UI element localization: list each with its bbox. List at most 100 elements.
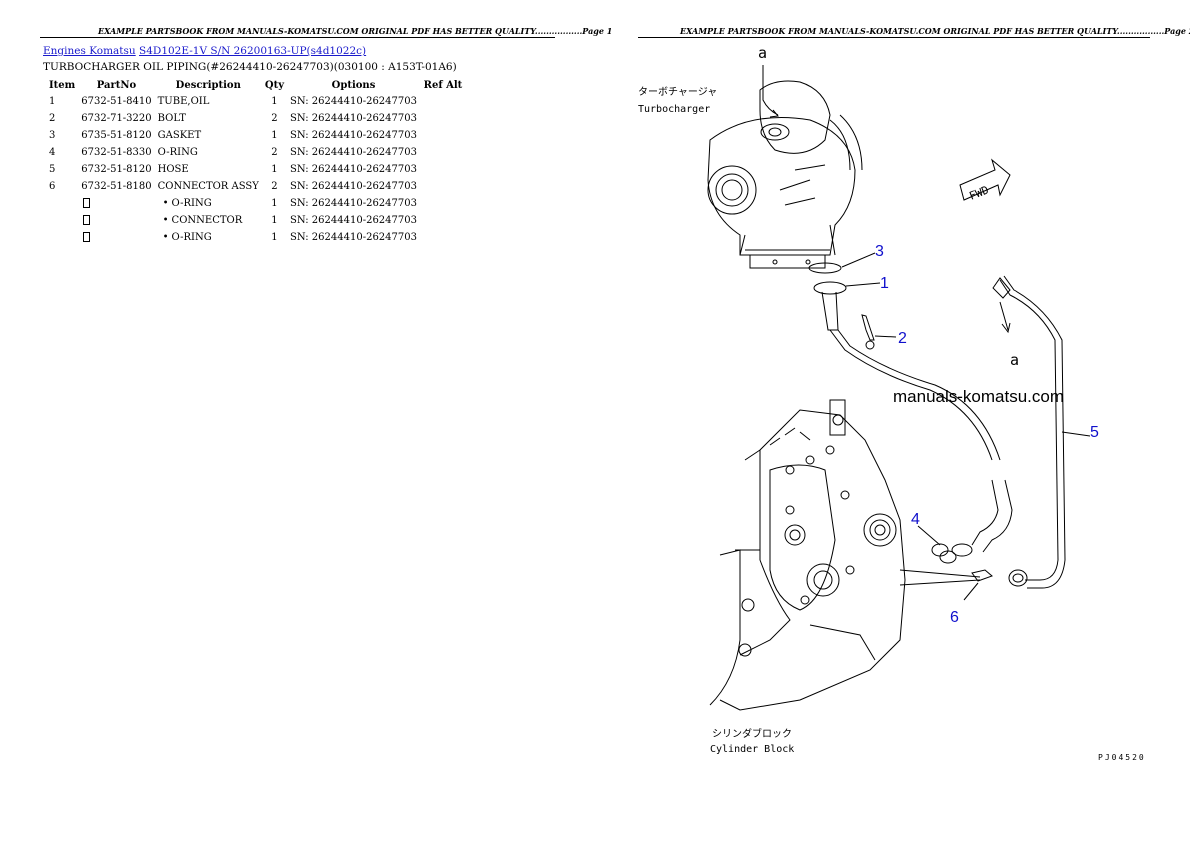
hose-drawing [951,479,1013,557]
row-partno: 6732-71-3220 [81,113,152,124]
label-cylinder-jp: シリンダブロック [712,727,792,740]
label-a-top: a [758,44,767,62]
page-title: TURBOCHARGER OIL PIPING(#26244410-262477… [43,61,457,73]
row-partno: 6732-51-8410 [81,96,152,107]
row-qty: 1 [271,96,278,107]
bolt-drawing [861,314,875,350]
oil-tube-drawing [813,281,1001,461]
row-description: CONNECTOR ASSY [157,181,259,192]
missing-glyph-icon [83,197,91,208]
row-description: HOSE [157,164,189,175]
subrow-qty: 1 [271,198,278,209]
leader-lines [841,252,1091,601]
table-row: 3 6735-51-8120 GASKET 1 SN: 26244410-262… [43,127,466,144]
gasket-drawing [808,262,842,274]
subrow-description: O-RING [171,232,212,243]
svg-text:FWD: FWD [967,183,990,202]
subrow-options: SN: 26244410-26247703 [290,198,417,209]
table-row: 6 6732-51-8180 CONNECTOR ASSY 2 SN: 2624… [43,178,466,195]
turbocharger-drawing [707,80,863,269]
bullet-icon: • [162,215,169,226]
row-ref-alt [420,161,466,178]
arrow-a-bottom [999,301,1011,334]
callout-5: 5 [1090,424,1099,441]
row-ref-alt [420,93,466,110]
connector-drawing [899,569,993,586]
row-partno: 6735-51-8120 [81,130,152,141]
subrow-description: O-RING [171,198,212,209]
row-partno: 6732-51-8330 [81,147,152,158]
o-ring-drawing [931,543,957,564]
missing-glyph-icon [83,214,91,225]
page1-header: EXAMPLE PARTSBOOK FROM MANUALS-KOMATSU.C… [98,26,613,36]
row-ref-alt [420,178,466,195]
row-description: O-RING [157,147,198,158]
drawing-code: PJ04520 [1098,753,1146,762]
bullet-icon: • [162,232,169,243]
row-item: 3 [49,130,56,141]
row-qty: 2 [271,147,278,158]
row-ref-alt [420,110,466,127]
subrow-options: SN: 26244410-26247703 [290,215,417,226]
callout-2: 2 [898,330,907,347]
watermark-text: manuals-komatsu.com [893,387,1065,406]
row-description: TUBE,OIL [157,96,210,107]
exploded-parts-diagram: a ターボチャージャ Turbocharger FWD [638,44,1146,762]
callout-3: 3 [875,243,884,260]
row-item: 2 [49,113,56,124]
col-header-description: Description [175,79,241,91]
fwd-arrow-icon: FWD [959,158,1011,203]
col-header-item: Item [49,79,76,91]
subrow-qty: 1 [271,215,278,226]
missing-glyph-icon [83,231,91,242]
row-item: 6 [49,181,56,192]
row-description: GASKET [157,130,202,141]
callout-4: 4 [911,511,920,528]
row-qty: 2 [271,181,278,192]
breadcrumb: Engines Komatsu S4D102E-1V S/N 26200163-… [43,45,366,57]
label-turbo-en: Turbocharger [638,104,710,115]
label-a-bottom: a [1010,351,1019,369]
callout-1: 1 [880,275,889,292]
page1-header-rule [40,37,555,38]
bullet-icon: • [162,198,169,209]
row-item: 4 [49,147,56,158]
row-partno: 6732-51-8180 [81,181,152,192]
row-qty: 1 [271,164,278,175]
row-partno: 6732-51-8120 [81,164,152,175]
row-qty: 1 [271,130,278,141]
cylinder-block-drawing [709,399,906,711]
oil-pipe-drawing [992,275,1066,589]
col-header-qty: Qty [264,79,285,91]
subrow-description: CONNECTOR [171,215,243,226]
page2-header: EXAMPLE PARTSBOOK FROM MANUALS-KOMATSU.C… [680,26,1190,36]
subrow-qty: 1 [271,232,278,243]
subrow-options: SN: 26244410-26247703 [290,232,417,243]
table-header-row: Item PartNo Description Qty Options Ref … [43,77,466,93]
col-header-partno: PartNo [96,79,137,91]
table-subrow: •O-RING 1 SN: 26244410-26247703 [43,229,466,246]
col-header-options: Options [331,79,376,91]
parts-table: Item PartNo Description Qty Options Ref … [43,77,466,246]
callout-6: 6 [950,609,959,626]
row-options: SN: 26244410-26247703 [290,130,417,141]
row-description: BOLT [157,113,186,124]
row-options: SN: 26244410-26247703 [290,164,417,175]
breadcrumb-link-model[interactable]: S4D102E-1V S/N 26200163-UP(s4d1022c) [139,45,367,57]
row-options: SN: 26244410-26247703 [290,96,417,107]
label-turbo-jp: ターボチャージャ [638,86,717,98]
page2-header-rule [638,37,1150,38]
table-row: 5 6732-51-8120 HOSE 1 SN: 26244410-26247… [43,161,466,178]
row-ref-alt [420,127,466,144]
table-row: 2 6732-71-3220 BOLT 2 SN: 26244410-26247… [43,110,466,127]
table-row: 1 6732-51-8410 TUBE,OIL 1 SN: 26244410-2… [43,93,466,110]
breadcrumb-link-engines[interactable]: Engines Komatsu [43,45,136,57]
table-subrow: •O-RING 1 SN: 26244410-26247703 [43,195,466,212]
row-item: 1 [49,96,56,107]
table-row: 4 6732-51-8330 O-RING 2 SN: 26244410-262… [43,144,466,161]
arrow-a-top [762,65,779,118]
table-subrow: •CONNECTOR 1 SN: 26244410-26247703 [43,212,466,229]
row-options: SN: 26244410-26247703 [290,147,417,158]
col-header-ref-alt: Ref Alt [423,79,463,91]
row-options: SN: 26244410-26247703 [290,113,417,124]
